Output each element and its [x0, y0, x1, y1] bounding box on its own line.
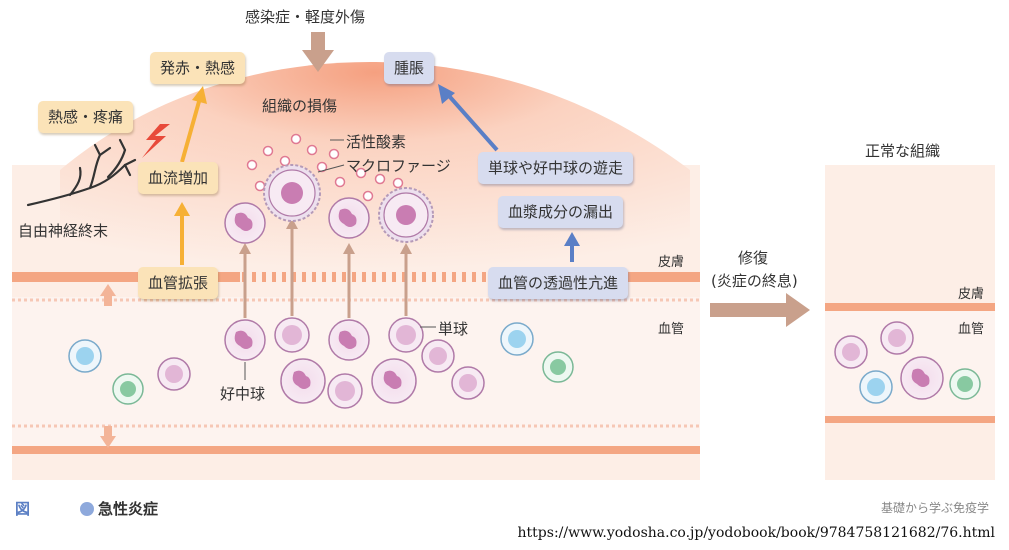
figure-title: 急性炎症 [80, 498, 158, 519]
label-tissue-damage: 組織の損傷 [262, 97, 338, 115]
label-skin-right: 皮膚 [958, 287, 985, 302]
top-title: 感染症・軽度外傷 [245, 8, 366, 26]
label-repair: 修復 [738, 249, 769, 267]
skin-band-gap [240, 272, 500, 282]
figure-label: 図 [15, 500, 31, 518]
blue-arrows [438, 84, 580, 262]
box-permeability: 血管の透過性亢進 [488, 267, 629, 299]
label-neutrophil: 好中球 [220, 385, 266, 403]
block-arrows-left [100, 284, 116, 448]
yellow-arrows [174, 86, 207, 265]
label-ros: 活性酸素 [346, 133, 407, 151]
repair-arrow [710, 293, 810, 327]
box-pain: 熱感・疼痛 [38, 101, 134, 133]
macrophage-cells [263, 164, 434, 243]
pain-lightning-icon [142, 124, 170, 158]
box-swelling: 腫脹 [384, 52, 435, 84]
box-dilation: 血管拡張 [138, 267, 219, 299]
vessel-cells-right [834, 321, 981, 404]
source-url: https://www.yodosha.co.jp/yodobook/book/… [517, 525, 995, 541]
label-vessel-right: 血管 [958, 322, 985, 337]
leader-lines [244, 139, 436, 380]
bullet-dot-icon [80, 502, 94, 516]
box-fever: 発赤・熱感 [150, 52, 246, 84]
label-nerve: 自由神経終末 [18, 222, 109, 240]
label-macrophage: マクロファージ [346, 157, 451, 175]
label-repair-sub: (炎症の終息) [711, 272, 798, 290]
vessel-cells [68, 317, 574, 409]
neutrophils-tissue [224, 197, 370, 244]
label-monocyte: 単球 [438, 320, 469, 338]
box-plasma: 血漿成分の漏出 [498, 196, 624, 228]
label-normal: 正常な組織 [865, 142, 941, 160]
reactive-oxygen-dots [246, 133, 404, 202]
box-bloodflow: 血流増加 [138, 162, 219, 194]
label-vessel: 血管 [658, 322, 685, 337]
box-migration: 単球や好中球の遊走 [478, 152, 634, 184]
label-skin: 皮膚 [658, 255, 685, 270]
nerve-ending [26, 138, 137, 207]
figure-title-text: 急性炎症 [98, 500, 159, 518]
credit-text: 基礎から学ぶ免疫学 [880, 501, 989, 515]
arrow-top-down [302, 32, 334, 72]
migration-arrows [239, 218, 412, 318]
